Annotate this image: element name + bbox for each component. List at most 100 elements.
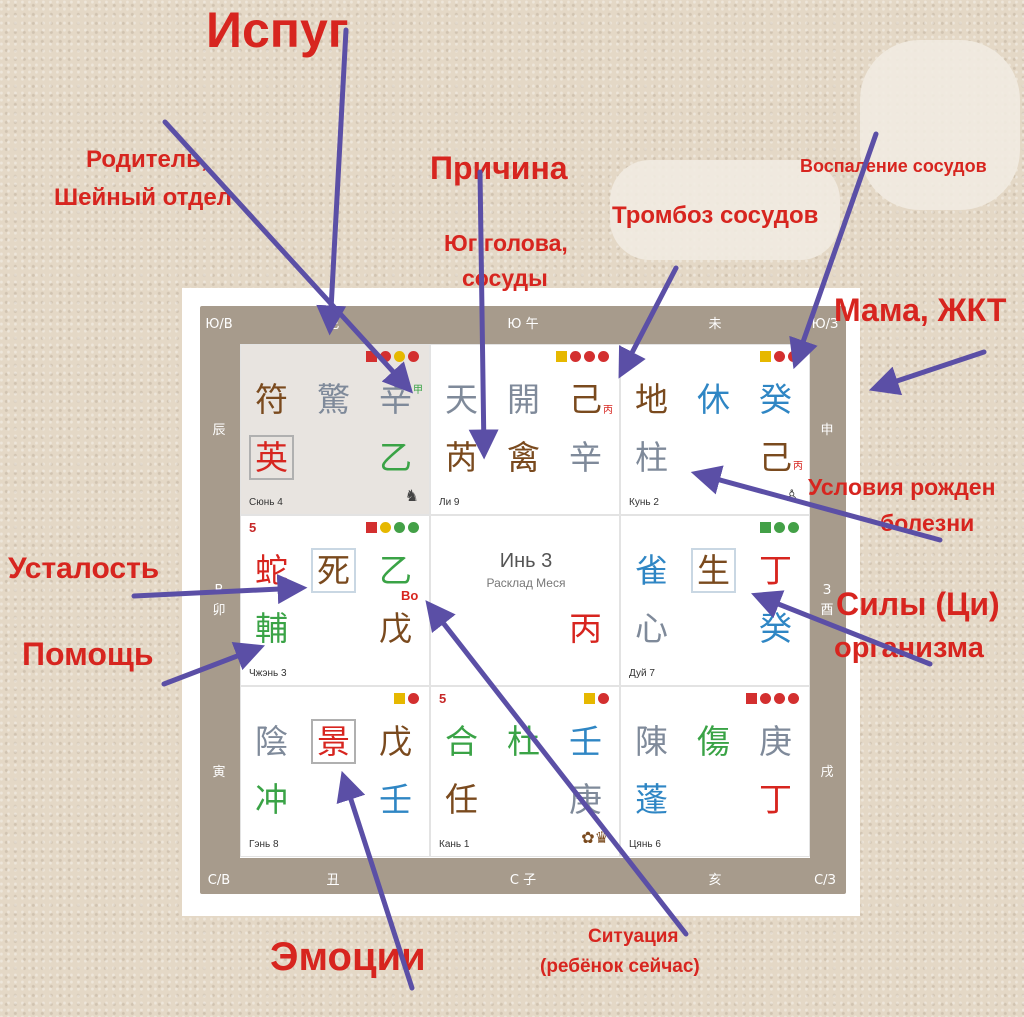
door-glyph: 生 bbox=[691, 548, 736, 593]
torn-paper-patch bbox=[860, 40, 1020, 210]
palace-cell-dui[interactable]: 雀 生 丁 心 癸 Дуй 7 bbox=[620, 515, 810, 686]
status-markers bbox=[394, 693, 419, 704]
status-dot-icon bbox=[408, 693, 419, 704]
status-dot-icon bbox=[394, 351, 405, 362]
heaven-stem-glyph: 乙 bbox=[379, 551, 412, 590]
label-yug-golova: Юг голова, bbox=[444, 230, 568, 256]
status-dot-icon bbox=[584, 693, 595, 704]
label-vospalenie: Воспаление сосудов bbox=[800, 156, 987, 176]
status-dot-icon bbox=[774, 693, 785, 704]
status-dot-icon bbox=[584, 351, 595, 362]
deity-glyph: 符 bbox=[255, 380, 288, 419]
star-glyph: 柱 bbox=[635, 438, 668, 477]
label-tromboz: Тромбоз сосудов bbox=[612, 202, 819, 229]
door-glyph: 休 bbox=[697, 380, 730, 419]
edge-label-bottom-3: 亥 bbox=[708, 873, 722, 888]
status-dot-icon bbox=[394, 522, 405, 533]
center-subtitle: Расклад Меся bbox=[486, 576, 566, 590]
status-dot-icon bbox=[774, 351, 785, 362]
star-glyph: 芮 bbox=[445, 438, 478, 477]
label-situaciya-1: Ситуация bbox=[588, 926, 679, 947]
label-sosudy: сосуды bbox=[462, 265, 548, 291]
palace-number: 5 bbox=[439, 691, 447, 706]
palace-cell-kan[interactable]: 5 合 杜 壬 任 庚 Кань 1 ✿♛ bbox=[430, 686, 620, 857]
pawn-icon: ♙ bbox=[784, 488, 799, 505]
edge-label-top-1: 巳 bbox=[326, 317, 340, 332]
deity-glyph: 雀 bbox=[635, 551, 668, 590]
palace-number: 5 bbox=[249, 520, 257, 535]
deity-glyph: 陰 bbox=[255, 722, 288, 761]
status-dot-icon bbox=[598, 351, 609, 362]
label-usloviya-2: болезни bbox=[880, 510, 975, 536]
label-emocii: Эмоции bbox=[270, 935, 426, 979]
star-glyph: 任 bbox=[445, 780, 478, 819]
earth-stem-glyph: 乙 bbox=[379, 438, 412, 477]
status-dot-icon bbox=[556, 351, 567, 362]
deity-glyph: 地 bbox=[635, 380, 668, 419]
status-dot-icon bbox=[598, 693, 609, 704]
earth-stem-glyph: 辛 bbox=[569, 438, 602, 477]
earth-stem-glyph: 癸 bbox=[759, 609, 792, 648]
edge-label-left-1: В bbox=[214, 583, 224, 598]
status-dot-icon bbox=[366, 522, 377, 533]
status-dot-icon bbox=[408, 522, 419, 533]
status-markers bbox=[366, 522, 419, 533]
deity-glyph: 天 bbox=[445, 380, 478, 419]
door-glyph: 死 bbox=[311, 548, 356, 593]
label-ustalost: Усталость bbox=[8, 552, 160, 585]
edge-label-bottom-0: С/В bbox=[207, 873, 231, 888]
palace-cell-kun[interactable]: 地 休 癸 柱 己 丙 Кунь 2 ♙ bbox=[620, 344, 810, 515]
door-glyph: 杜 bbox=[507, 722, 540, 761]
status-markers bbox=[366, 351, 419, 362]
star-glyph: 禽 bbox=[507, 438, 540, 477]
palace-cell-gen[interactable]: 陰 景 戊 冲 壬 Гэнь 8 bbox=[240, 686, 430, 857]
palace-cell-center[interactable]: Инь 3 Расклад Меся 丙 bbox=[430, 515, 620, 686]
palace-name: Гэнь 8 bbox=[249, 839, 279, 850]
status-dot-icon bbox=[788, 522, 799, 533]
heaven-stem-glyph: 辛 bbox=[379, 380, 412, 419]
palace-cell-qian[interactable]: 陳 傷 庚 蓬 丁 Цянь 6 bbox=[620, 686, 810, 857]
status-dot-icon bbox=[760, 693, 771, 704]
edge-label-left-0: 辰 bbox=[212, 423, 226, 438]
earth-stem-glyph: 壬 bbox=[379, 780, 412, 819]
heaven-stem-glyph: 己 bbox=[569, 380, 602, 419]
partial-annotation-text: Во bbox=[401, 588, 419, 603]
label-prichina: Причина bbox=[430, 150, 568, 186]
palace-cell-zhen[interactable]: 5 蛇 死 乙 輔 戊 Во Чжэнь 3 bbox=[240, 515, 430, 686]
star-glyph: 心 bbox=[635, 609, 668, 648]
star-glyph: 蓬 bbox=[635, 780, 668, 819]
door-glyph: 開 bbox=[507, 380, 540, 419]
edge-label-right-1: З bbox=[822, 583, 832, 598]
status-dot-icon bbox=[380, 351, 391, 362]
label-roditel: Родитель, bbox=[86, 146, 208, 173]
status-dot-icon bbox=[760, 522, 771, 533]
edge-label-bottom-2: С 子 bbox=[509, 873, 537, 888]
status-dot-icon bbox=[746, 693, 757, 704]
hidden-stem: 甲 bbox=[413, 385, 423, 396]
palace-name: Сюнь 4 bbox=[249, 497, 283, 508]
palace-name: Ли 9 bbox=[439, 497, 460, 508]
deity-glyph: 合 bbox=[445, 722, 478, 761]
status-markers bbox=[746, 693, 799, 704]
label-pomosch: Помощь bbox=[22, 636, 154, 672]
center-title: Инь 3 bbox=[499, 550, 553, 572]
hidden-stem: 丙 bbox=[793, 461, 803, 472]
status-dot-icon bbox=[366, 351, 377, 362]
palace-name: Дуй 7 bbox=[629, 668, 655, 679]
earth-stem-glyph: 丁 bbox=[759, 780, 792, 819]
heaven-stem-glyph: 丁 bbox=[759, 551, 792, 590]
star-glyph: 英 bbox=[249, 435, 294, 480]
edge-label-top-3: 未 bbox=[708, 317, 722, 332]
palace-cell-li[interactable]: 天 開 己 丙 芮 禽 辛 Ли 9 bbox=[430, 344, 620, 515]
palace-name: Цянь 6 bbox=[629, 839, 661, 850]
label-sily-1: Силы (Ци) bbox=[836, 586, 1000, 622]
status-dot-icon bbox=[760, 351, 771, 362]
palace-cell-xun[interactable]: 符 驚 辛 甲 英 乙 Сюнь 4 ♞ bbox=[240, 344, 430, 515]
status-markers bbox=[584, 693, 609, 704]
edge-label-left-2: 卯 bbox=[212, 603, 226, 618]
heaven-stem-glyph: 戊 bbox=[379, 722, 412, 761]
heaven-stem-glyph: 壬 bbox=[569, 722, 602, 761]
label-mama: Мама, ЖКТ bbox=[834, 292, 1007, 328]
edge-label-right-0: 申 bbox=[820, 423, 834, 438]
arrow-icon bbox=[316, 27, 349, 336]
